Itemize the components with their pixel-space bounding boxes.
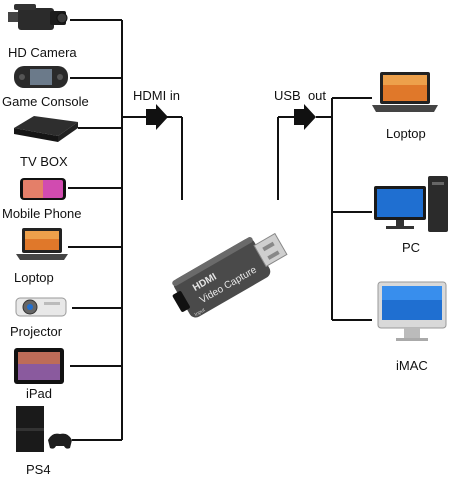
device-label-ipad: iPad [26, 386, 52, 401]
imac-icon [377, 281, 447, 341]
device-label-projector: Projector [10, 324, 63, 339]
device-label-pc: PC [402, 240, 420, 255]
device-label-tv-box: TV BOX [20, 154, 68, 169]
hdmi-in-arrow-icon [146, 104, 168, 130]
usb-out-heading: USB out [274, 88, 326, 103]
device-label-ps4: PS4 [26, 462, 51, 477]
output-laptop-icon [372, 72, 438, 112]
smartphone-icon [20, 178, 66, 200]
device-label-loptop-output: Loptop [386, 126, 426, 141]
camcorder-icon [8, 4, 68, 30]
device-label-mobile-phone: Mobile Phone [2, 206, 82, 221]
device-label-hd-camera: HD Camera [8, 45, 77, 60]
usb-capture-card-icon [172, 232, 288, 318]
hdmi-in-heading: HDMI in [133, 88, 180, 103]
tablet-icon [14, 348, 64, 384]
laptop-icon [16, 228, 68, 260]
device-label-game-console: Game Console [2, 94, 89, 109]
desktop-pc-icon [374, 176, 448, 232]
capture-port-text: Input [194, 307, 207, 318]
device-label-loptop-input: Loptop [14, 270, 54, 285]
usb-out-arrow-icon [294, 104, 316, 130]
input-wiring [68, 19, 183, 441]
handheld-console-icon [14, 66, 68, 88]
output-wiring [277, 97, 372, 321]
tv-box-icon [14, 116, 78, 142]
device-label-imac: iMAC [396, 358, 428, 373]
projector-icon [15, 297, 67, 317]
game-console-icon [16, 406, 72, 452]
